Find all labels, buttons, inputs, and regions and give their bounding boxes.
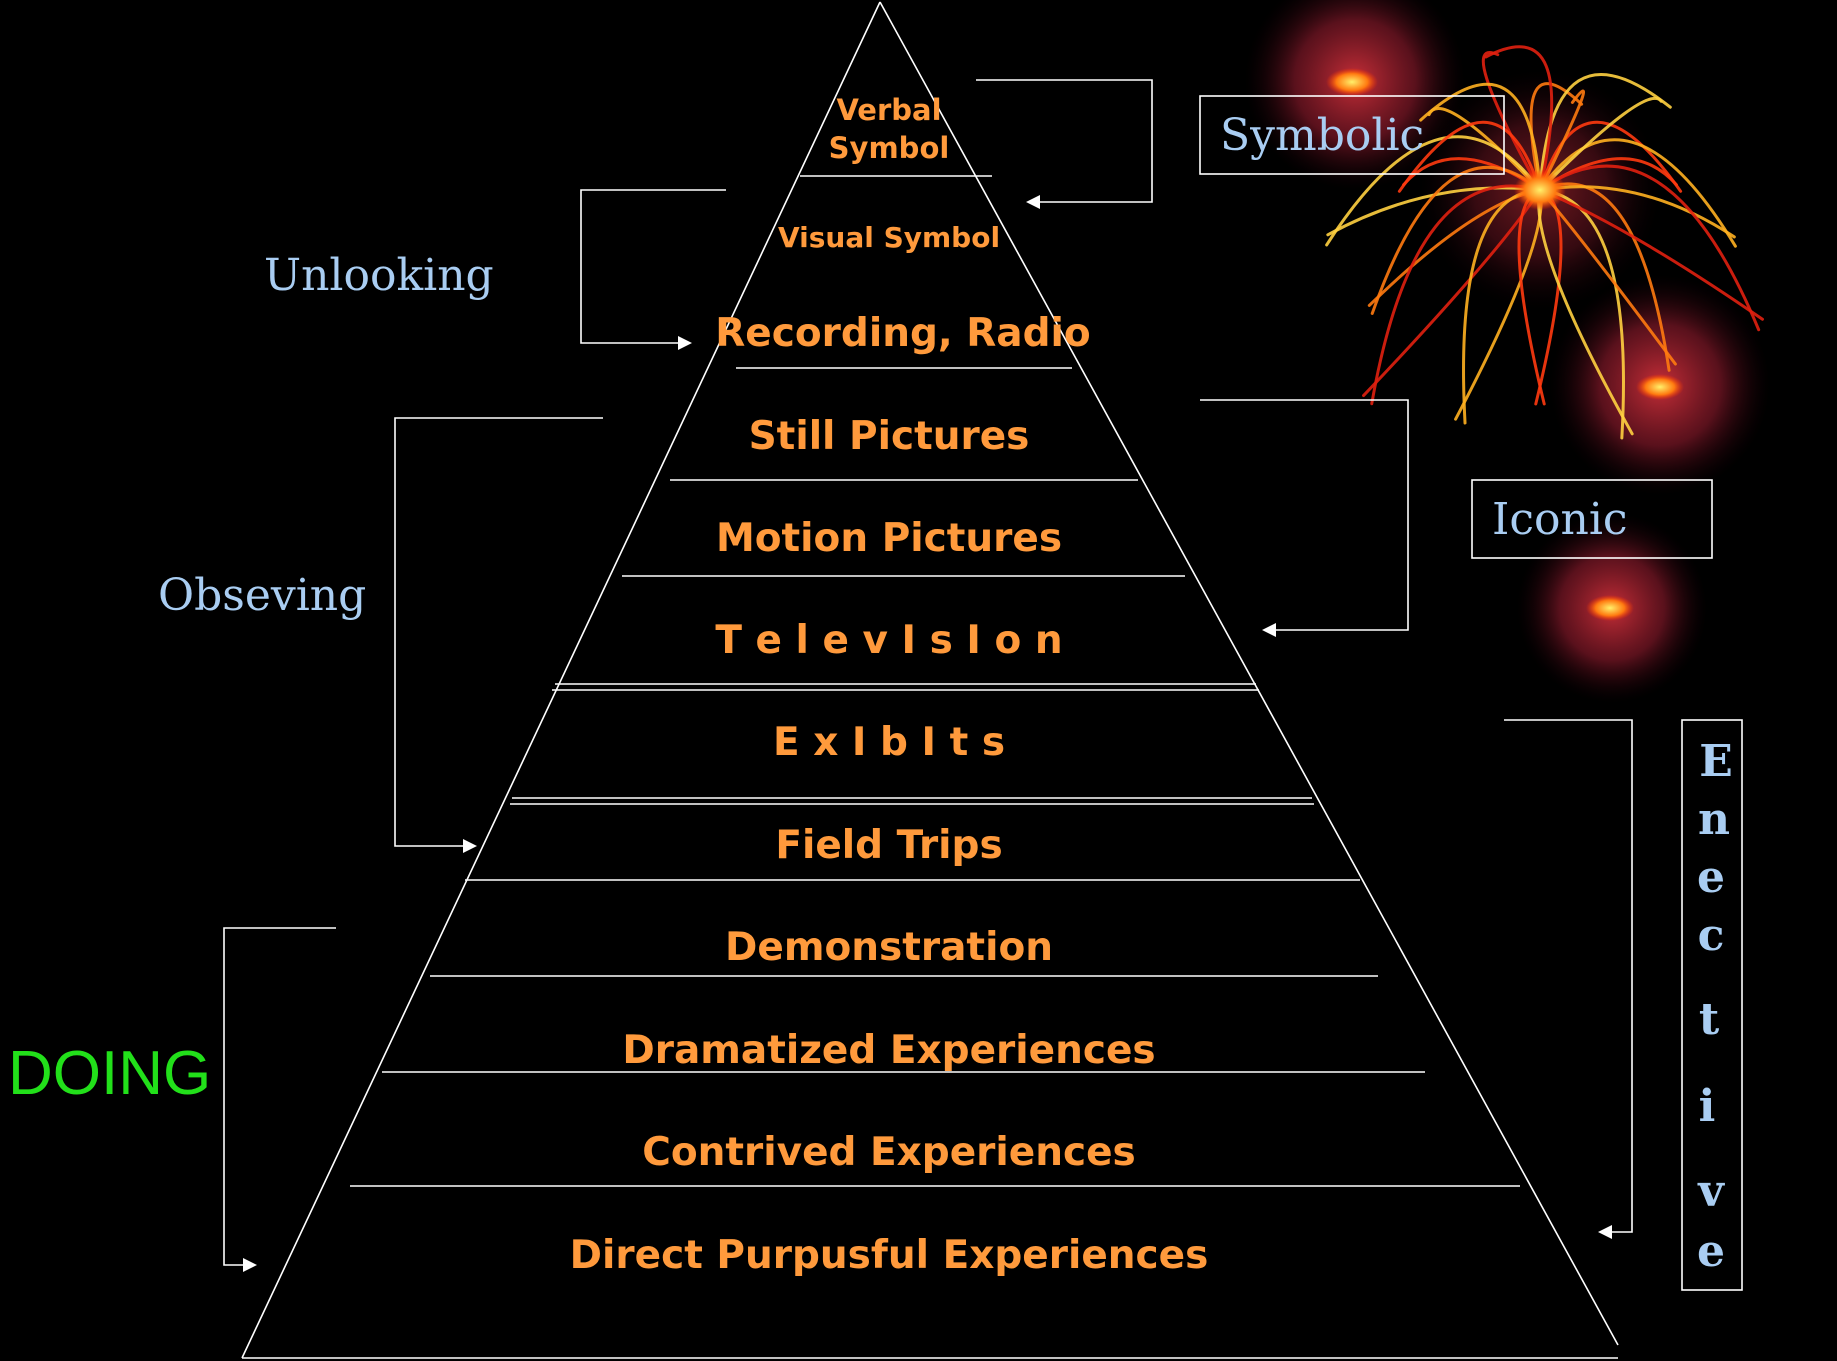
- level-television: T e l e v I s I o n: [715, 618, 1062, 663]
- firework-ray: [1370, 165, 1542, 316]
- label-unlooking: Unlooking: [264, 250, 494, 301]
- firework-ray: [1538, 188, 1764, 321]
- level-visual-symbol: Visual Symbol: [778, 221, 1000, 254]
- firework-ray: [1397, 120, 1542, 193]
- level-still-pictures: Still Pictures: [749, 414, 1030, 459]
- unlooking-bracket: [580, 189, 726, 344]
- enective-bracket: [1504, 719, 1633, 1233]
- firework-icon: [1245, 0, 1770, 495]
- symbolic-arrow-icon: [1026, 195, 1040, 209]
- enective-letter: E: [1699, 736, 1733, 787]
- level-exhibits: E x I b I t s: [773, 720, 1005, 765]
- left-brackets: [223, 189, 726, 1272]
- doing-bracket: [223, 927, 336, 1266]
- label-iconic: Iconic: [1492, 494, 1628, 545]
- level-direct-purposeful-experiences: Direct Purpusful Experiences: [570, 1233, 1209, 1278]
- enective-letter: t: [1699, 994, 1720, 1045]
- firework-ray: [1538, 138, 1737, 248]
- label-symbolic: Symbolic: [1220, 110, 1424, 161]
- level-verbal-symbol-line2: Symbol: [829, 131, 950, 165]
- level-dramatized-experiences: Dramatized Experiences: [622, 1028, 1155, 1073]
- small-firework-icon: [1517, 513, 1707, 703]
- firework-ray: [1481, 51, 1542, 192]
- firework-ray: [1419, 82, 1542, 192]
- symbolic-bracket: [976, 79, 1153, 203]
- pyramid-outline: [241, 1, 1619, 1359]
- level-dividers: [350, 175, 1520, 1187]
- firework-ray: [1325, 135, 1542, 247]
- enective-box: [1681, 719, 1743, 1291]
- label-enective: E n e c t i v e: [1697, 736, 1733, 1277]
- obseving-bracket: [394, 417, 603, 847]
- enective-letter: i: [1699, 1081, 1716, 1132]
- iconic-arrow-icon: [1262, 623, 1276, 637]
- firework-ray: [1538, 89, 1585, 192]
- firework-ray: [1538, 120, 1683, 193]
- enective-arrow-icon: [1598, 1225, 1612, 1239]
- enective-letter: n: [1698, 794, 1730, 845]
- enective-letter: c: [1698, 910, 1725, 961]
- symbolic-box: [1199, 95, 1505, 175]
- level-field-trips: Field Trips: [775, 823, 1002, 868]
- level-motion-pictures: Motion Pictures: [716, 516, 1062, 561]
- firework-ray: [1538, 96, 1663, 192]
- right-brackets: [976, 79, 1633, 1239]
- iconic-bracket: [1200, 399, 1409, 631]
- enective-letter: e: [1697, 852, 1725, 903]
- firework-ray: [1484, 45, 1554, 192]
- label-doing: DOING: [8, 1039, 211, 1108]
- pyramid-levels: Verbal Symbol Visual Symbol Recording, R…: [570, 93, 1209, 1278]
- level-recording-radio: Recording, Radio: [715, 311, 1090, 356]
- label-obseving: Obseving: [158, 570, 366, 621]
- obseving-arrow-icon: [463, 839, 477, 853]
- firework-ray: [1538, 72, 1672, 192]
- firework-ray: [1538, 164, 1761, 332]
- unlooking-arrow-icon: [678, 336, 692, 350]
- enective-letter: v: [1697, 1166, 1725, 1217]
- firework-ray: [1370, 184, 1542, 406]
- level-demonstration: Demonstration: [725, 925, 1053, 970]
- doing-arrow-icon: [243, 1258, 257, 1272]
- iconic-box: [1471, 479, 1713, 559]
- enective-letter: e: [1697, 1226, 1725, 1277]
- level-verbal-symbol-line1: Verbal: [836, 93, 941, 127]
- level-contrived-experiences: Contrived Experiences: [642, 1130, 1136, 1175]
